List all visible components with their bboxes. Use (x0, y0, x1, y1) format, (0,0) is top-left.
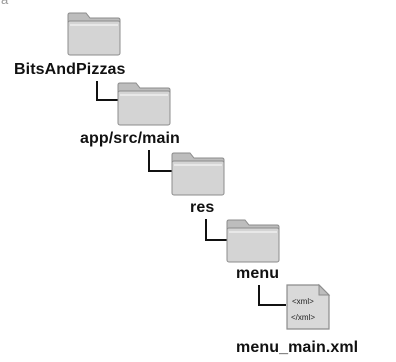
folder-icon (116, 81, 172, 127)
tree-connector (258, 285, 286, 306)
tree-connector (148, 150, 172, 172)
xml-file-icon: <xml> </xml> (283, 282, 333, 332)
folder-icon (170, 151, 226, 197)
node-label-menu: menu (236, 265, 280, 282)
tree-connector (205, 219, 227, 241)
folder-icon (225, 218, 281, 264)
tree-connector (96, 81, 118, 101)
node-label-bitsandpizzas: BitsAndPizzas (14, 61, 126, 78)
node-label-app-src-main: app/src/main (80, 130, 180, 147)
folder-icon (66, 11, 122, 57)
corner-mark: a (1, 0, 8, 7)
node-label-res: res (190, 199, 215, 216)
xml-open-tag: <xml> (292, 297, 314, 306)
node-label-menu-main-xml: menu_main.xml (236, 339, 359, 356)
xml-close-tag: </xml> (291, 313, 315, 322)
